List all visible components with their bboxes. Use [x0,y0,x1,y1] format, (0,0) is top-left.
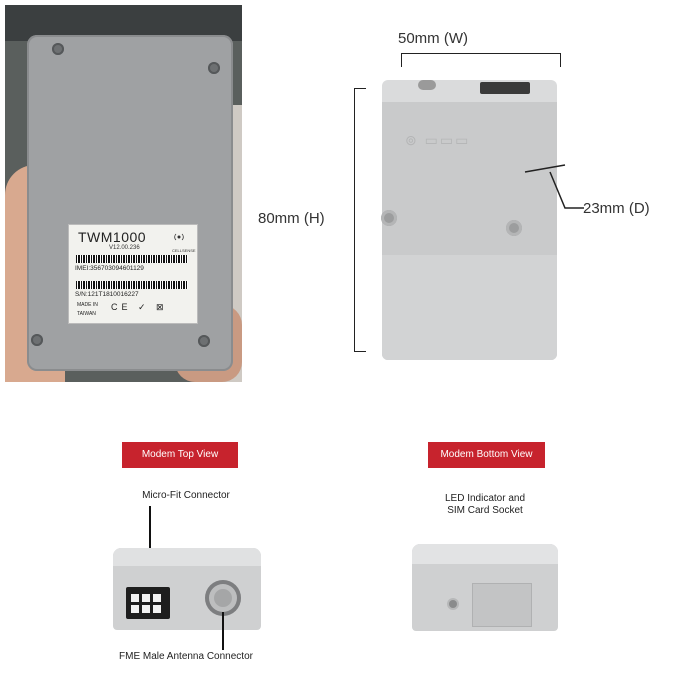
connector-socket-icon [480,82,530,94]
led-sim-caption: LED Indicator and SIM Card Socket [400,493,570,517]
top-view-badge: Modem Top View [122,442,238,468]
modem-bottom-rim [412,544,558,564]
led-sim-caption-line1: LED Indicator and [444,493,526,504]
fme-antenna-connector-icon [205,580,241,616]
screw-icon [208,62,220,74]
led-indicator-icon [449,600,457,608]
label-version: V12.00.236 [109,245,140,251]
antenna-port-icon [418,80,436,90]
fme-antenna-connector-label: FME Male Antenna Connector [119,651,253,662]
device-lower-step [382,255,557,360]
device-logo-emboss: ⊚ ▭▭▭ [405,132,471,148]
label-made-in-text: MADE IN [77,302,98,308]
device-top-edge [382,80,557,102]
label-made-in: MADE IN TAIWAN [77,301,98,319]
mounting-hole [381,210,397,226]
label-cert-icons: CE ✓ ⊠ [111,302,168,312]
label-model: TWM1000 [78,229,147,245]
modem-top-rim [113,548,261,566]
screw-icon [198,335,210,347]
barcode-sn [76,281,188,289]
label-sn: S/N:121T1810016227 [75,291,139,298]
led-sim-caption-line2: SIM Card Socket [447,505,523,516]
micro-fit-connector-icon [126,587,170,619]
mounting-hole [506,220,522,236]
dimension-height-label: 80mm (H) [258,210,325,227]
bottom-view-badge: Modem Bottom View [428,442,545,468]
connector-pointer-line [149,506,151,588]
product-label: TWM1000 V12.00.236 CELLSENSE IMEI:356703… [68,224,198,324]
height-bracket [354,88,366,352]
width-bracket [401,53,561,67]
radio-waves-icon [174,233,184,241]
label-cert-mark: CELLSENSE [172,248,196,253]
sim-card-socket-cover [472,583,532,627]
label-country: TAIWAN [77,311,96,317]
barcode-imei [76,255,188,263]
dimension-width-label: 50mm (W) [398,30,468,47]
antenna-pointer-line [222,612,224,650]
dimension-depth-label: 23mm (D) [583,200,650,217]
depth-indicator-line [524,164,584,209]
device-photo: TWM1000 V12.00.236 CELLSENSE IMEI:356703… [5,5,242,382]
micro-fit-connector-label: Micro-Fit Connector [142,490,230,501]
label-imei: IMEI:356703094601129 [75,265,144,272]
screw-icon [52,43,64,55]
screw-icon [31,334,43,346]
